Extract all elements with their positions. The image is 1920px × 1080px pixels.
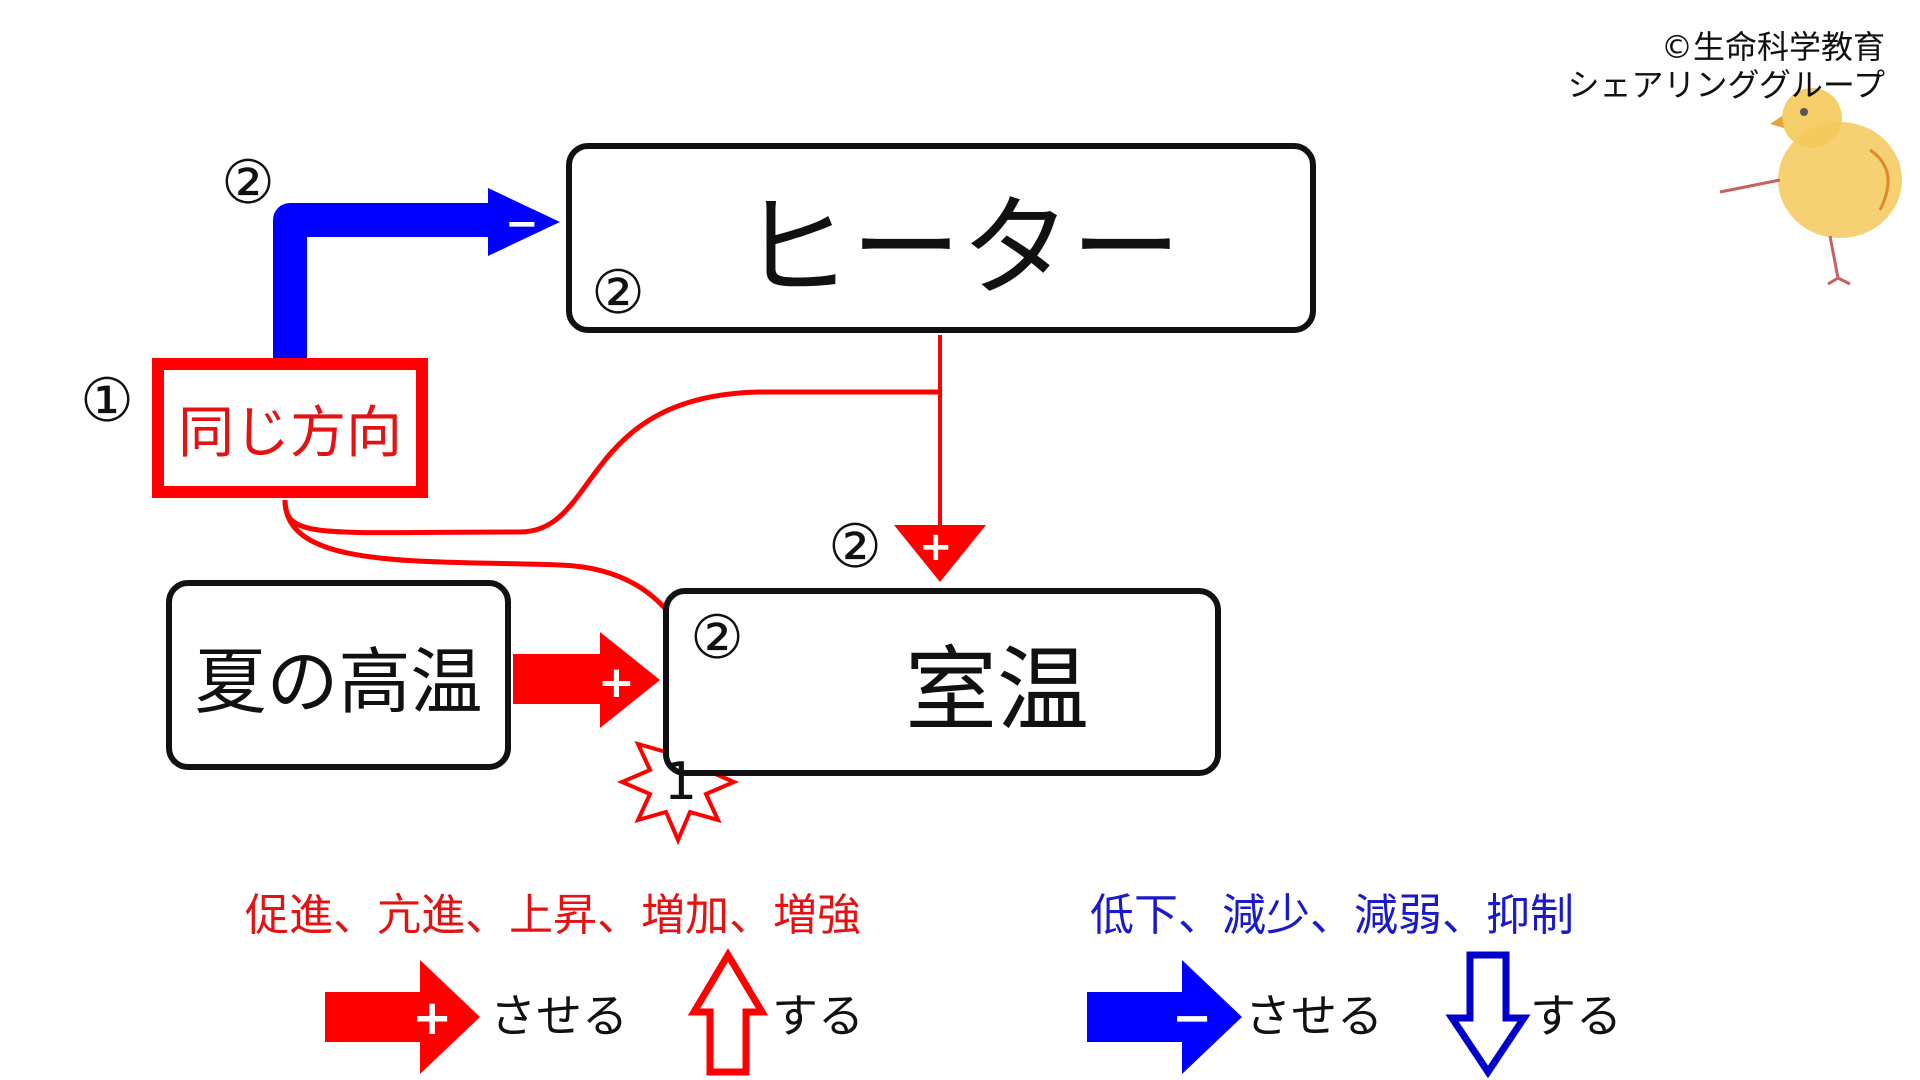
step-2-marker-heater: ② xyxy=(591,258,645,328)
blue-arrow-shaft xyxy=(273,203,490,360)
same-direction-box: 同じ方向 xyxy=(152,358,428,498)
summer-heat-box: 夏の高温 xyxy=(166,580,511,770)
copyright-line-1: ©生命科学教育 xyxy=(1660,28,1885,66)
legend-decrease-terms: 低下、減少、減弱、抑制 xyxy=(1090,890,1574,941)
copyright-notice: ©生命科学教育 シェアリンググループ xyxy=(1568,28,1885,104)
legend-down-hollow-arrow-icon xyxy=(1445,951,1531,1079)
minus-sign: − xyxy=(1172,990,1212,1046)
same-direction-label: 同じ方向 xyxy=(178,400,402,466)
step-2-marker-heater-line: ② xyxy=(828,512,882,582)
room-temperature-box: 室温 xyxy=(663,588,1221,776)
step-2-marker-blue-arrow: ② xyxy=(221,148,275,218)
heater-to-room-line: + xyxy=(894,335,986,582)
legend-up-hollow-arrow-icon xyxy=(687,948,769,1076)
heater-label: ヒーター xyxy=(741,184,1181,312)
summer-heat-label: 夏の高温 xyxy=(194,639,483,724)
red-down-triangle xyxy=(894,525,986,582)
red-curve-to-heater-line xyxy=(282,389,940,536)
step-2-marker-room: ② xyxy=(690,603,744,673)
plus-sign: + xyxy=(598,657,635,708)
red-plus-arrow: + xyxy=(513,632,660,728)
legend-plus-suffix: させる xyxy=(490,989,628,1043)
legend-minus-arrow-icon: − xyxy=(1087,960,1242,1074)
legend-increase-terms: 促進、亢進、上昇、増加、増強 xyxy=(245,890,861,941)
legend-plus-arrow-icon: + xyxy=(325,960,480,1074)
minus-sign: − xyxy=(505,201,539,247)
plus-sign: + xyxy=(412,990,452,1046)
legend-up-suffix: する xyxy=(772,989,864,1043)
plus-sign: + xyxy=(919,524,953,570)
room-temperature-label: 室温 xyxy=(904,636,1089,744)
heater-box: ヒーター xyxy=(566,143,1316,333)
chick-illustration xyxy=(1719,88,1902,286)
legend-minus-suffix: させる xyxy=(1245,989,1383,1043)
starburst-number: 1 xyxy=(664,752,698,812)
step-1-marker-same-direction: ① xyxy=(80,366,134,436)
blue-arrow-head xyxy=(488,188,560,256)
copyright-line-2: シェアリンググループ xyxy=(1567,66,1885,104)
blue-minus-arrow: − xyxy=(273,188,560,360)
legend-down-suffix: する xyxy=(1530,989,1622,1043)
